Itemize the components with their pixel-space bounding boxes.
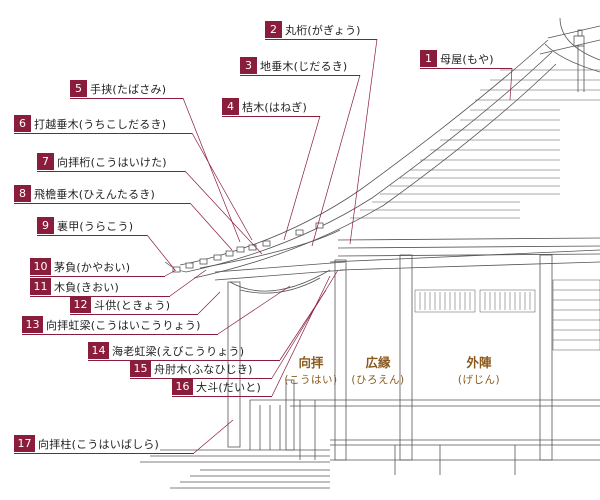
label-6-uchikoshidaruki: 6 打越垂木(うちこしだるき) xyxy=(14,115,166,132)
zone-name: 向拝 xyxy=(298,355,324,370)
label-number-badge: 17 xyxy=(14,435,35,452)
label-17-kohaibashira: 17 向拝柱(こうはいばしら) xyxy=(14,435,159,452)
label-11-kioi: 11 木負(きおい) xyxy=(30,278,119,295)
label-4-hanegi: 4 桔木(はねぎ) xyxy=(222,98,307,115)
leader-line xyxy=(70,314,198,315)
rafter-ends xyxy=(172,222,324,273)
leader-line xyxy=(22,334,218,335)
label-number-badge: 4 xyxy=(222,98,239,115)
label-10-kayaoi: 10 茅負(かやおい) xyxy=(30,258,130,275)
label-text: 大斗(だいと) xyxy=(196,380,261,394)
label-16-daito: 16 大斗(だいと) xyxy=(172,378,261,395)
label-number-badge: 15 xyxy=(130,360,151,377)
label-text: 斗供(ときょう) xyxy=(94,298,171,312)
label-number-badge: 11 xyxy=(30,278,51,295)
label-text: 飛檐垂木(ひえんたるき) xyxy=(34,187,155,201)
leader-line xyxy=(265,39,377,40)
lattice-panels xyxy=(414,279,600,351)
label-13-kohaikoryo: 13 向拝虹梁(こうはいこうりょう) xyxy=(22,316,201,333)
label-number-badge: 14 xyxy=(88,342,109,359)
label-number-badge: 9 xyxy=(37,217,54,234)
zone-reading: (ひろえん) xyxy=(351,374,405,386)
zone-kohai: 向拝 (こうはい) xyxy=(277,352,345,387)
label-2-gagyo: 2 丸桁(がぎょう) xyxy=(265,21,361,38)
label-7-kohaiketa: 7 向拝桁(こうはいけた) xyxy=(37,153,167,170)
zone-name: 広縁 xyxy=(365,355,391,370)
label-text: 木負(きおい) xyxy=(54,280,119,294)
label-text: 地垂木(じだるき) xyxy=(260,59,348,73)
label-5-tabasami: 5 手挟(たばさみ) xyxy=(70,80,166,97)
label-text: 舟肘木(ふなひじき) xyxy=(154,362,253,376)
leader-line xyxy=(420,68,512,69)
label-number-badge: 8 xyxy=(14,185,31,202)
label-9-urako: 9 裏甲(うらこう) xyxy=(37,217,133,234)
label-14-ebikoryo: 14 海老虹梁(えびこうりょう) xyxy=(88,342,244,359)
floor-and-steps xyxy=(140,399,600,489)
leader-line xyxy=(88,360,280,361)
label-text: 丸桁(がぎょう) xyxy=(285,23,361,37)
label-text: 向拝虹梁(こうはいこうりょう) xyxy=(46,318,201,332)
leader-line xyxy=(14,453,194,454)
leader-line xyxy=(30,276,165,277)
label-number-badge: 12 xyxy=(70,296,91,313)
label-text: 打越垂木(うちこしだるき) xyxy=(34,117,167,131)
zone-reading: (こうはい) xyxy=(284,374,338,386)
label-number-badge: 6 xyxy=(14,115,31,132)
label-text: 向拝桁(こうはいけた) xyxy=(57,155,167,169)
leader-line xyxy=(14,133,192,134)
label-number-badge: 3 xyxy=(240,57,257,74)
roof-rafters xyxy=(350,69,600,219)
label-text: 母屋(もや) xyxy=(440,52,494,66)
label-text: 向拝柱(こうはいばしら) xyxy=(38,437,159,451)
label-text: 茅負(かやおい) xyxy=(54,260,131,274)
leader-line xyxy=(30,296,170,297)
label-12-tokyo: 12 斗供(ときょう) xyxy=(70,296,170,313)
label-text: 裏甲(うらこう) xyxy=(57,219,134,233)
label-1-moya: 1 母屋(もや) xyxy=(420,50,494,67)
label-3-jidaruki: 3 地垂木(じだるき) xyxy=(240,57,347,74)
leader-line xyxy=(14,203,190,204)
leader-line xyxy=(222,116,320,117)
label-number-badge: 2 xyxy=(265,21,282,38)
leader-line xyxy=(240,75,360,76)
zone-hiroen: 広縁 (ひろえん) xyxy=(343,352,413,387)
label-15-funahijiki: 15 舟肘木(ふなひじき) xyxy=(130,360,253,377)
label-number-badge: 7 xyxy=(37,153,54,170)
label-8-hientaruki: 8 飛檐垂木(ひえんたるき) xyxy=(14,185,155,202)
zone-reading: (げじん) xyxy=(457,374,501,386)
zone-gejin: 外陣 (げじん) xyxy=(444,352,514,387)
label-number-badge: 10 xyxy=(30,258,51,275)
leader-line xyxy=(37,235,147,236)
label-text: 桔木(はねぎ) xyxy=(242,100,307,114)
leader-line xyxy=(130,378,272,379)
zone-name: 外陣 xyxy=(466,355,492,370)
label-number-badge: 1 xyxy=(420,50,437,67)
label-text: 海老虹梁(えびこうりょう) xyxy=(112,344,245,358)
label-number-badge: 5 xyxy=(70,80,87,97)
label-number-badge: 13 xyxy=(22,316,43,333)
bracket-zone xyxy=(214,237,600,294)
leader-line xyxy=(37,171,185,172)
label-text: 手挟(たばさみ) xyxy=(90,82,167,96)
leader-line xyxy=(172,396,272,397)
label-number-badge: 16 xyxy=(172,378,193,395)
leader-line xyxy=(70,98,183,99)
upper-roof xyxy=(539,17,600,92)
